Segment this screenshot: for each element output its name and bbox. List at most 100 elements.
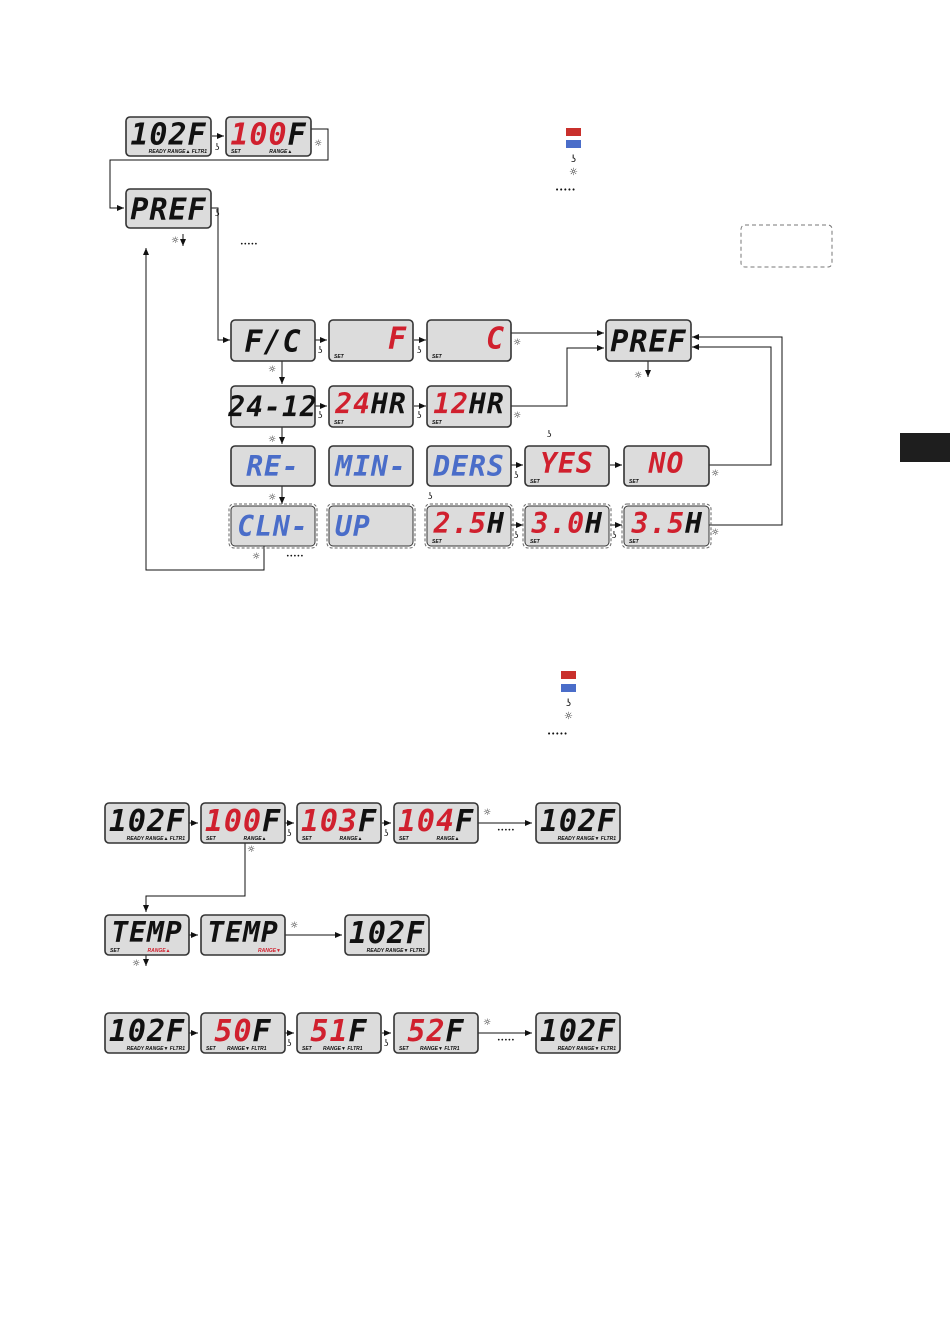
hand-icon: ʖ xyxy=(547,430,552,440)
light-icon: ☼ xyxy=(268,365,276,375)
lcd-unit: F xyxy=(262,804,281,839)
light-icon: ☼ xyxy=(268,493,276,503)
lcd-frame xyxy=(393,802,479,844)
lcd-value: F/C xyxy=(244,324,301,359)
lcd-main-text: YES xyxy=(540,447,594,480)
lcd-main-text: 100F xyxy=(230,117,306,152)
lcd-frame xyxy=(296,1012,382,1054)
lcd-main-text: 52F xyxy=(407,1014,464,1049)
light-icon: ☼ xyxy=(132,959,140,969)
lcd-value: NO xyxy=(648,447,685,480)
lcd-frame xyxy=(125,116,212,157)
section-tab xyxy=(900,433,950,462)
lcd-value: 102F xyxy=(349,916,425,951)
lcd-main-text: 24-12 xyxy=(227,391,317,424)
lcd-main-text: 12HR xyxy=(433,388,504,421)
set-indicator: SET xyxy=(302,836,313,842)
hand-icon: ʖ xyxy=(417,346,422,356)
dots-icon: ••••• xyxy=(497,827,515,834)
legend-blue-swatch xyxy=(566,140,581,148)
lcd-value: RE- xyxy=(246,450,300,483)
status-indicators: READY RANGE▲ FLTR1 xyxy=(149,149,208,155)
lcd-frame xyxy=(328,385,414,428)
lcd-frame xyxy=(605,319,692,362)
lcd-main-text: 102F xyxy=(349,916,425,951)
light-icon: ☼ xyxy=(247,845,255,855)
lcd-unit: HR xyxy=(370,388,407,421)
lcd-main-text: 102F xyxy=(109,1014,185,1049)
dashed-outline xyxy=(228,503,318,549)
lcd-main-text: 3.0H xyxy=(531,507,603,540)
lcd-frame xyxy=(230,385,316,428)
lcd-main-text: F/C xyxy=(244,324,301,359)
dashed-outline xyxy=(326,503,416,549)
lcd-value: DERS xyxy=(432,450,504,483)
status-indicators: READY RANGE▲ FLTR1 xyxy=(127,836,186,842)
status-indicators: RANGE▲ xyxy=(269,149,292,155)
dots-icon: ••••• xyxy=(240,241,258,248)
lcd-frame xyxy=(344,914,430,956)
lcd-frame xyxy=(524,445,610,487)
lcd-main-text: 50F xyxy=(214,1014,271,1049)
lcd-main-text: UP xyxy=(335,510,371,543)
lcd-frame xyxy=(230,445,316,487)
lcd-unit: H xyxy=(584,507,603,540)
lcd-value: 52 xyxy=(407,1014,445,1049)
hand-icon: ʖ xyxy=(612,531,617,541)
lcd-main-text: 104F xyxy=(398,804,474,839)
hand-icon: ʖ xyxy=(287,1039,292,1049)
lcd-frame xyxy=(230,505,316,547)
lcd-value: 2.5 xyxy=(433,507,488,540)
lcd-value: 50 xyxy=(214,1014,252,1049)
lcd-frame xyxy=(524,505,610,547)
dashed-legend-box xyxy=(740,224,833,268)
lcd-frame xyxy=(426,385,512,428)
lcd-main-text: TEMP xyxy=(207,916,278,949)
status-indicators: RANGE▲ xyxy=(340,836,363,842)
light-icon: ☼ xyxy=(634,371,642,381)
display-ders: DERS xyxy=(426,445,512,487)
status-indicators: RANGE▼ FLTR1 xyxy=(323,1046,363,1052)
display-pref-top: PREF xyxy=(125,188,212,229)
lcd-value: 102F xyxy=(540,1014,616,1049)
hand-icon: ʖ xyxy=(215,209,220,219)
lcd-frame xyxy=(104,914,190,956)
light-icon: ☼ xyxy=(483,808,491,818)
lcd-value: 104 xyxy=(398,804,455,839)
set-indicator: SET xyxy=(530,539,541,545)
lcd-main-text: PREF xyxy=(130,192,206,227)
light-icon: ☼ xyxy=(513,338,521,348)
set-indicator: SET xyxy=(432,420,443,426)
status-indicators: RANGE▲ xyxy=(437,836,460,842)
dots-icon: ••••• xyxy=(497,1037,515,1044)
set-indicator: SET xyxy=(302,1046,313,1052)
status-indicators: RANGE▼ xyxy=(258,948,281,954)
light-icon: ☼ xyxy=(268,435,276,445)
lcd-main-text: TEMP xyxy=(111,916,182,949)
hand-icon: ʖ xyxy=(566,698,571,709)
dots-icon: ••••• xyxy=(286,553,304,560)
lcd-value: 3.5 xyxy=(631,507,686,540)
lcd-value: 12 xyxy=(433,388,469,421)
display-24-12: 24-12 xyxy=(227,385,317,428)
lcd-value: PREF xyxy=(130,192,206,227)
display-up: UP xyxy=(326,503,416,549)
lcd-main-text: 102F xyxy=(109,804,185,839)
lcd-main-text: 3.5H xyxy=(631,507,703,540)
status-indicators: RANGE▲ xyxy=(244,836,267,842)
lcd-value: 102F xyxy=(130,117,206,152)
hand-icon: ʖ xyxy=(514,531,519,541)
lcd-value: MIN- xyxy=(334,450,406,483)
lcd-main-text: PREF xyxy=(610,324,686,359)
lcd-frame xyxy=(426,505,512,547)
